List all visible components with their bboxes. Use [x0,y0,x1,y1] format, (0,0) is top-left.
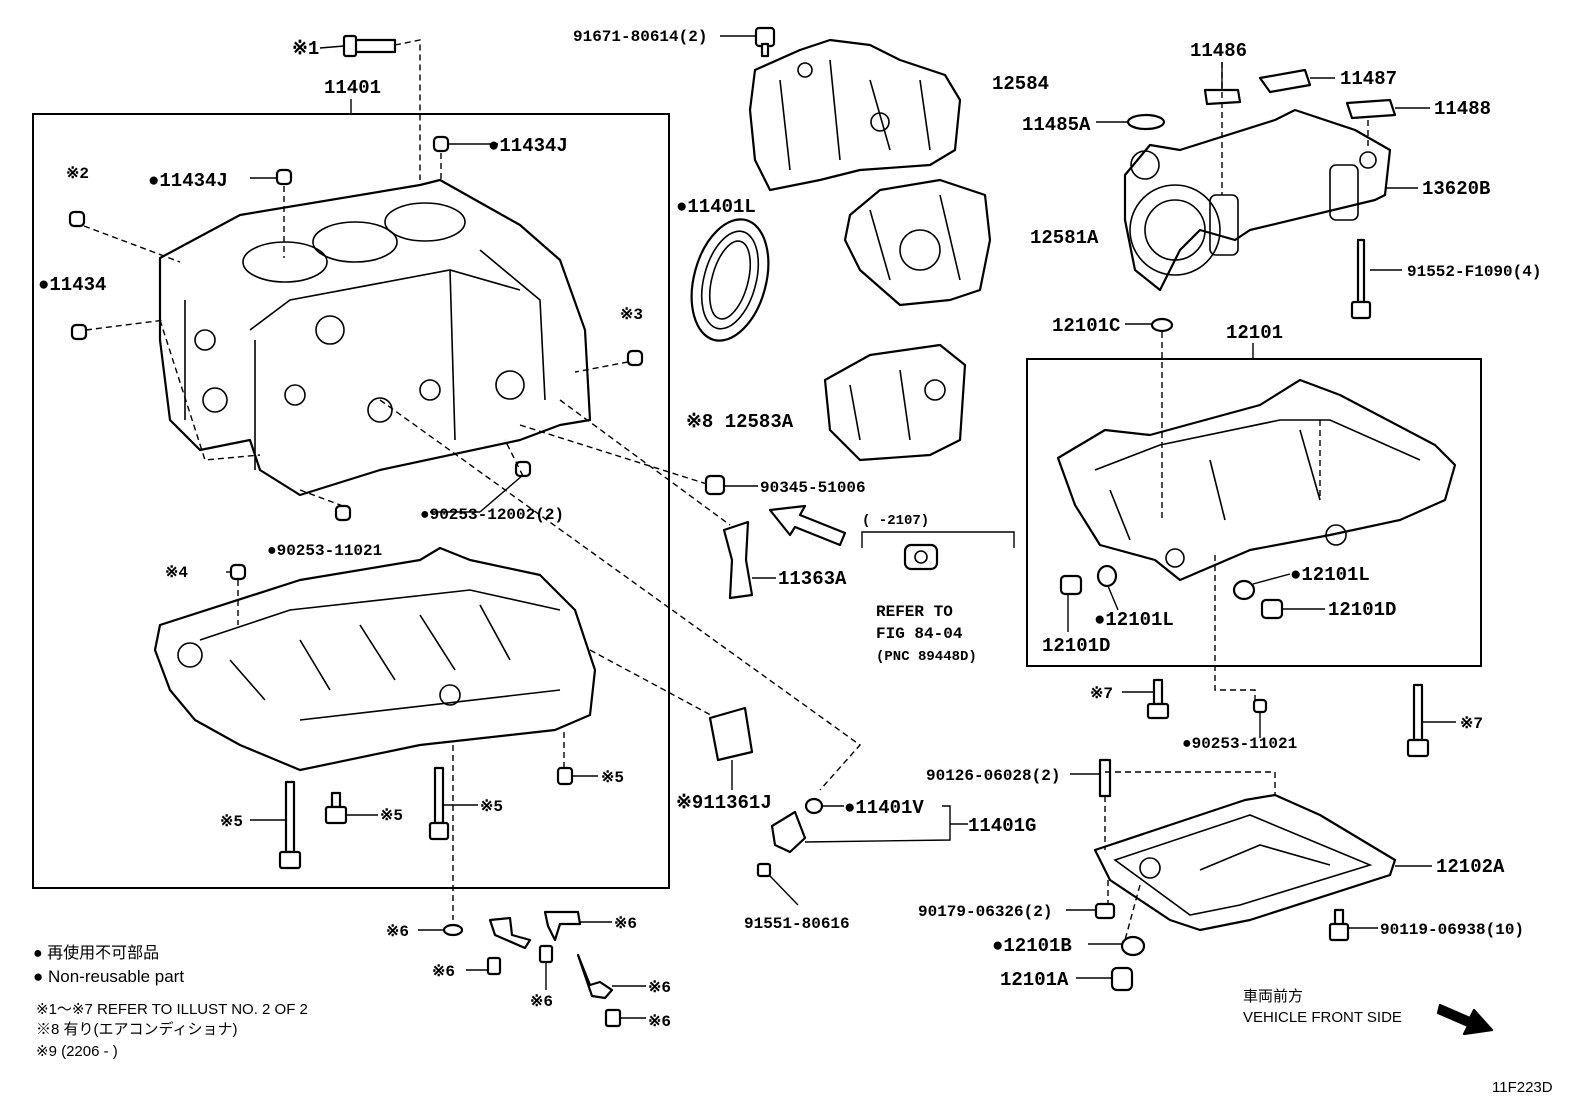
label-11434J-a: ●11434J [488,135,568,157]
label-12101: 12101 [1226,322,1283,344]
label-12101D-a: 12101D [1328,599,1396,621]
label-91551: 91551-80616 [744,915,850,933]
label-11361J: ※911361J [676,792,772,814]
oil-pan-lower-drawing [1093,793,1397,932]
label-90253-11021-a: ●90253-11021 [267,542,382,560]
oil-pump-drawing [1123,108,1392,292]
label-range-2107: ( -2107) [862,513,929,529]
label-12101L-b: ●12101L [1094,609,1174,631]
label-12584: 12584 [992,73,1049,95]
label-11488: 11488 [1434,98,1491,120]
label-90179: 90179-06326(2) [918,903,1052,921]
block-bolts [278,34,450,870]
label-11487: 11487 [1340,68,1397,90]
label-90126: 90126-06028(2) [926,767,1060,785]
label-90253-12002: ●90253-12002(2) [420,506,564,524]
label-x6-b: ※6 [614,915,637,933]
label-11363A: 11363A [778,568,847,590]
oil-pan-upper-drawing [1056,378,1457,582]
label-12101B: ●12101B [992,935,1072,957]
refer-text-2: FIG 84-04 [876,625,963,643]
crank-position-sensor-drawing [770,810,807,854]
label-12101L-a: ●12101L [1290,564,1370,586]
sensor-reference-drawing [903,543,939,571]
label-11401G: 11401G [968,815,1036,837]
oil-pan-group-frame [1026,358,1482,667]
label-91552: 91552-F1090(4) [1407,263,1541,281]
label-12101A: 12101A [1000,969,1069,991]
knock-sensor-drawing [708,706,754,762]
label-90253-11021-b: ●90253-11021 [1182,735,1297,753]
oil-seal-drawing [690,218,770,342]
label-11485A: 11485A [1022,114,1091,136]
label-x6-c: ※6 [432,963,455,981]
label-11401: 11401 [324,77,381,99]
label-x1: ※1 [292,38,319,60]
cylinder-block-drawing [158,178,592,497]
label-12102A: 12102A [1436,856,1505,878]
front-direction-arrow [1436,1003,1494,1036]
label-11401L: ●11401L [676,196,756,218]
label-11434: ●11434 [38,274,106,296]
label-13620B: 13620B [1422,178,1490,200]
engine-mounting-bracket-drawing [823,343,967,462]
label-12101D-b: 12101D [1042,635,1110,657]
oil-pump-plate-11488 [1345,98,1397,120]
legend-nonreusable-jp: ● 再使用不可部品 [33,944,159,962]
legend-note-2: ※8 有り(エアコンディショナ) [36,1020,237,1038]
label-x5-a: ※5 [601,769,624,787]
label-x6-d: ※6 [648,979,671,997]
crankcase-drawing [153,546,597,772]
refer-text-3: (PNC 89448D) [876,649,977,665]
legend-note-1: ※1～※7 REFER TO ILLUST NO. 2 OF 2 [36,1001,308,1018]
front-direction-jp: 車両前方 [1243,988,1303,1005]
front-direction-en: VEHICLE FRONT SIDE [1243,1009,1402,1026]
legend-note-3: ※9 (2206 - ) [36,1043,118,1060]
label-x7-b: ※7 [1460,715,1483,733]
label-91671: 91671-80614(2) [573,28,707,46]
label-x5-d: ※5 [480,798,503,816]
label-x3: ※3 [620,306,643,324]
label-11401V: ●11401V [844,797,924,819]
label-11486: 11486 [1190,40,1247,62]
timing-chain-case-drawing [843,178,992,307]
label-12583A: ※8 12583A [686,411,794,433]
label-11434J-b: ●11434J [148,170,228,192]
label-12101C: 12101C [1052,315,1120,337]
label-x2: ※2 [66,165,89,183]
label-x5-c: ※5 [380,807,403,825]
label-x6-a: ※6 [386,923,409,941]
timing-chain-cover-drawing [748,38,962,192]
label-12581A: 12581A [1030,227,1099,249]
label-90345: 90345-51006 [760,479,866,497]
reference-arrow [768,504,847,547]
label-x4: ※4 [165,564,188,582]
figure-code: 11F223D [1492,1079,1553,1096]
label-x6-e: ※6 [530,993,553,1011]
oil-pump-plate-11487 [1258,68,1312,94]
label-x5-b: ※5 [220,813,243,831]
label-x7-a: ※7 [1090,685,1113,703]
legend-nonreusable-en: ● Non-reusable part [33,967,184,986]
label-90119: 90119-06938(10) [1380,921,1524,939]
refer-text-1: REFER TO [876,603,953,621]
label-x6-f: ※6 [648,1013,671,1031]
